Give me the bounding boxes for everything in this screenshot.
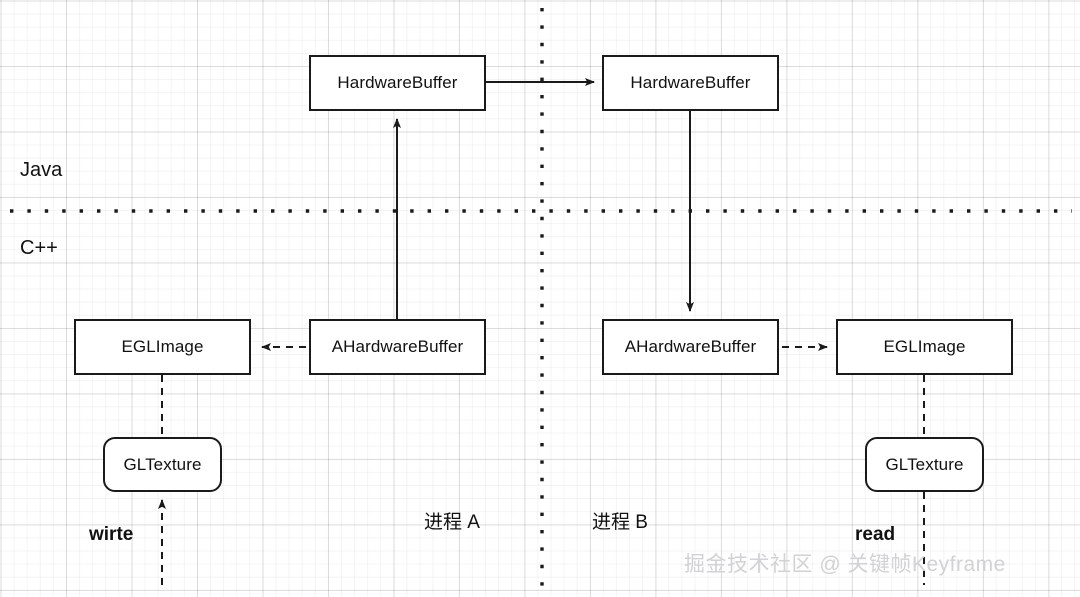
- node-label: GLTexture: [885, 454, 964, 474]
- label-write-operation: wirte: [89, 524, 134, 545]
- label-layer-java: Java: [20, 159, 63, 181]
- node-label: GLTexture: [123, 454, 202, 474]
- node-gltexture-process-b[interactable]: GLTexture: [865, 437, 984, 492]
- node-label: HardwareBuffer: [630, 73, 751, 92]
- node-ahardwarebuffer-process-b[interactable]: AHardwareBuffer: [602, 319, 779, 375]
- node-hardwarebuffer-process-a[interactable]: HardwareBuffer: [309, 55, 486, 111]
- label-read-operation: read: [855, 524, 896, 545]
- node-label: AHardwareBuffer: [624, 337, 757, 356]
- label-process-b: 进程 B: [592, 512, 648, 533]
- node-label: HardwareBuffer: [337, 73, 458, 92]
- node-hardwarebuffer-process-b[interactable]: HardwareBuffer: [602, 55, 779, 111]
- label-process-a: 进程 A: [424, 512, 480, 533]
- node-ahardwarebuffer-process-a[interactable]: AHardwareBuffer: [309, 319, 486, 375]
- watermark-text: 掘金技术社区 @ 关键帧Keyframe: [684, 553, 1006, 576]
- node-eglimage-process-b[interactable]: EGLImage: [836, 319, 1013, 375]
- node-eglimage-process-a[interactable]: EGLImage: [74, 319, 251, 375]
- node-label: EGLImage: [883, 337, 966, 356]
- label-layer-cpp: C++: [20, 237, 58, 259]
- node-label: AHardwareBuffer: [331, 337, 464, 356]
- node-label: EGLImage: [121, 337, 204, 356]
- node-gltexture-process-a[interactable]: GLTexture: [103, 437, 222, 492]
